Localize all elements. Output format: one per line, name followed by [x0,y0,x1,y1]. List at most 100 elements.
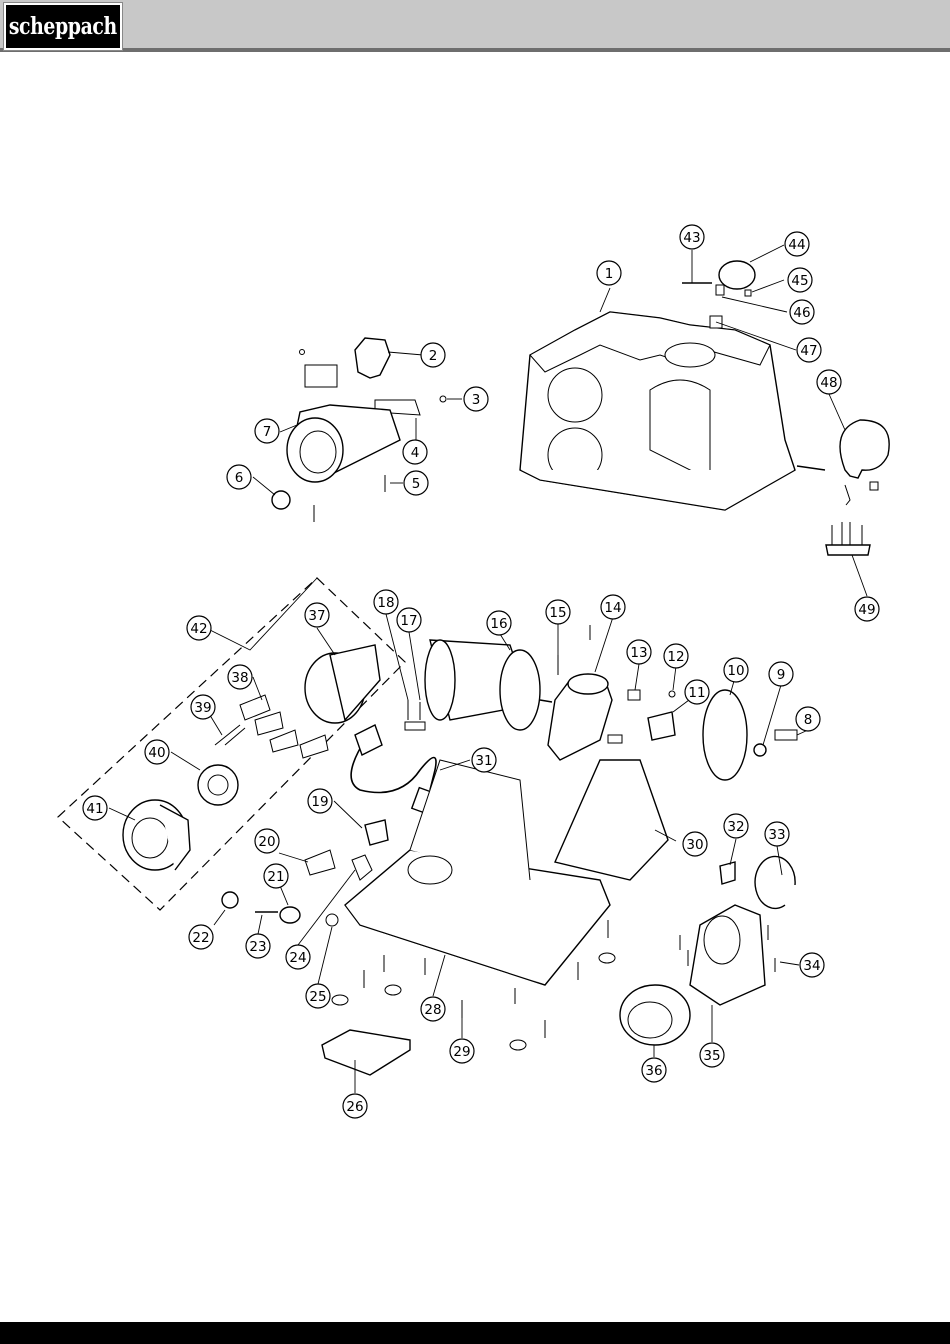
callout-number: 25 [309,989,326,1005]
callout-49: 49 [855,597,879,621]
callout-24: 24 [286,945,310,969]
cover-hinge-group [682,261,755,328]
callout-number: 13 [630,645,647,661]
callout-47: 47 [797,338,821,362]
callout-25: 25 [306,984,330,1008]
callout-29: 29 [450,1039,474,1063]
callout-9: 9 [769,662,793,686]
callout-5: 5 [404,471,428,495]
callout-8: 8 [796,707,820,731]
callout-11: 11 [685,680,709,704]
callout-3: 3 [464,387,488,411]
callout-43: 43 [680,225,704,249]
callout-46: 46 [790,300,814,324]
callout-32: 32 [724,814,748,838]
callout-number: 37 [308,608,325,624]
page-footer-bar [0,1322,950,1344]
callout-number: 14 [604,600,621,616]
callout-number: 3 [472,392,481,408]
callout-36: 36 [642,1058,666,1082]
callout-48: 48 [817,370,841,394]
callout-number: 20 [258,834,275,850]
callout-number: 39 [194,700,211,716]
callout-number: 1 [605,266,614,282]
callout-13: 13 [627,640,651,664]
callout-number: 6 [235,470,244,486]
callout-number: 49 [858,602,875,618]
sharpener-module-group [620,856,795,1045]
callout-number: 26 [346,1099,363,1115]
callout-number: 33 [768,827,785,843]
callout-19: 19 [308,789,332,813]
callout-number: 18 [377,595,394,611]
callout-12: 12 [664,644,688,668]
callout-number: 16 [490,616,507,632]
callout-number: 17 [400,613,417,629]
housing-part [520,312,795,510]
callout-number: 42 [190,621,207,637]
callout-number: 21 [267,869,284,885]
callout-number: 30 [686,837,703,853]
callout-number: 41 [86,801,103,817]
callout-31: 31 [472,748,496,772]
mounting-plate-part [322,1030,410,1075]
callout-number: 44 [788,237,805,253]
callout-34: 34 [800,953,824,977]
callout-37: 37 [305,603,329,627]
callout-number: 38 [231,670,248,686]
callout-6: 6 [227,465,251,489]
callout-15: 15 [546,600,570,624]
callout-number: 11 [688,685,705,701]
callout-28: 28 [421,997,445,1021]
callout-18: 18 [374,590,398,614]
motor-group [405,625,797,780]
callout-number: 23 [249,939,266,955]
callout-21: 21 [264,864,288,888]
callout-40: 40 [145,740,169,764]
callout-23: 23 [246,934,270,958]
callout-number: 8 [804,712,813,728]
callout-number: 9 [777,667,786,683]
callout-number: 46 [793,305,810,321]
callout-number: 19 [311,794,328,810]
callout-number: 45 [791,273,808,289]
callout-33: 33 [765,822,789,846]
callout-number: 4 [411,445,420,461]
callout-number: 48 [820,375,837,391]
callout-number: 31 [475,753,492,769]
right-cover-group [797,420,889,555]
callout-16: 16 [487,611,511,635]
callout-1: 1 [597,261,621,285]
callout-7: 7 [255,419,279,443]
callout-35: 35 [700,1043,724,1067]
callout-number: 5 [412,476,421,492]
callout-number: 10 [727,663,744,679]
callout-number: 12 [667,649,684,665]
callout-number: 22 [192,930,209,946]
callout-22: 22 [189,925,213,949]
callout-42: 42 [187,616,211,640]
callout-number: 35 [703,1048,720,1064]
callout-number: 36 [645,1063,662,1079]
callout-2: 2 [421,343,445,367]
callout-number: 40 [148,745,165,761]
callout-17: 17 [397,608,421,632]
callout-number: 24 [289,950,306,966]
guard-plate-part [555,760,668,880]
callout-number: 2 [429,348,438,364]
callout-39: 39 [191,695,215,719]
callout-45: 45 [788,268,812,292]
callout-number: 29 [453,1044,470,1060]
callout-4: 4 [403,440,427,464]
callout-38: 38 [228,665,252,689]
callout-number: 28 [424,1002,441,1018]
callout-30: 30 [683,832,707,856]
callout-14: 14 [601,595,625,619]
callout-number: 34 [803,958,820,974]
callout-41: 41 [83,796,107,820]
callout-44: 44 [785,232,809,256]
callout-number: 15 [549,605,566,621]
callout-number: 47 [800,343,817,359]
callout-number: 32 [727,819,744,835]
